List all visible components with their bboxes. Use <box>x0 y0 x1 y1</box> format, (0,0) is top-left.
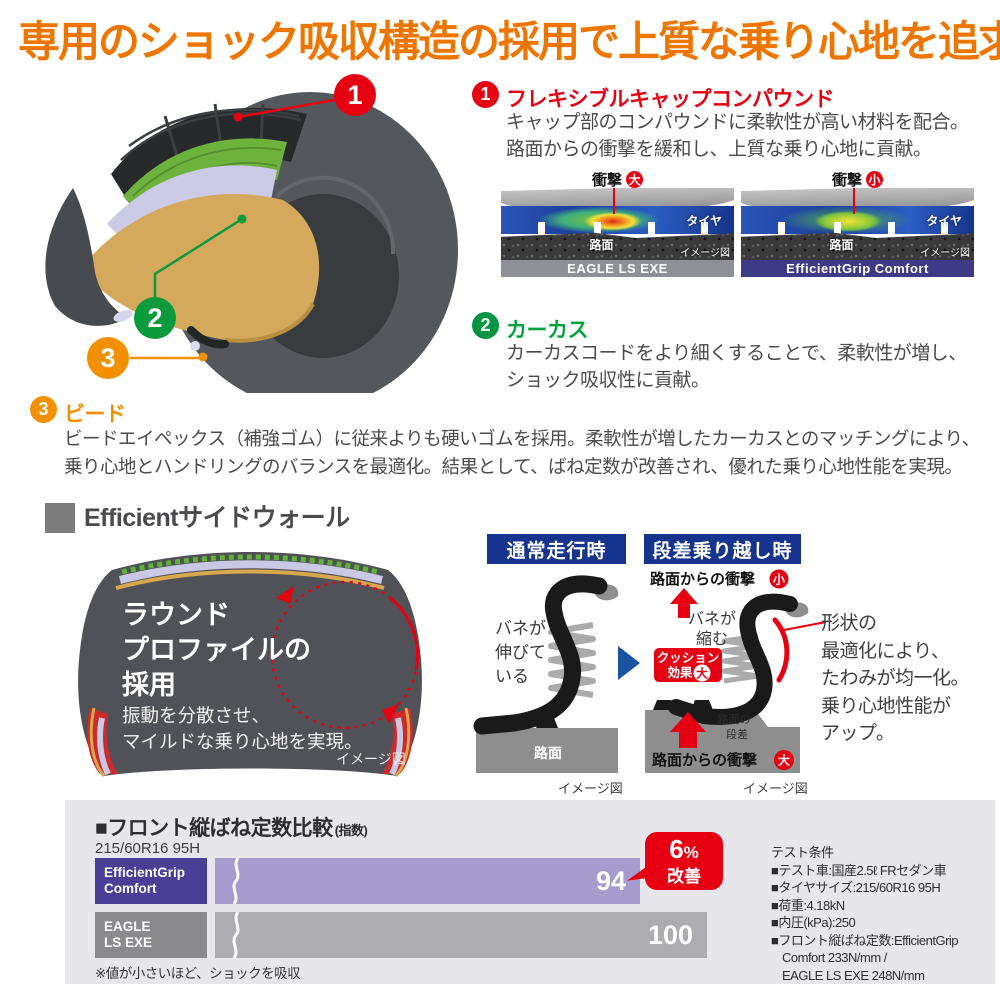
product-name-bar: EAGLE LS EXE <box>501 260 734 277</box>
spring-extends-line3: いる <box>495 667 529 686</box>
shock-bottom-label: 路面からの衝撃 <box>652 751 757 769</box>
feature-2-heading: カーカス <box>506 319 589 342</box>
normal-driving-diagram: バネが 伸びて いる 路面 イメージ図 <box>473 575 623 796</box>
impact-level-badge: 小 <box>866 171 883 188</box>
cushion-label-line2: 効果 <box>667 665 693 680</box>
spring-compress-line2: 縮む <box>696 630 728 648</box>
chart-subtitle: 215/60R16 95H <box>95 840 201 857</box>
simulation-image-eagle: 衝撃 大 タイヤ 路面 イメージ図 EAGLE LS EXE <box>501 171 734 277</box>
bar-label: EfficientGrip Comfort <box>95 858 207 904</box>
shape-optimization-result: 形状の 最適化により、 たわみが均一化。 乗り心地性能が アップ。 <box>821 613 970 744</box>
feature-3-number: 3 <box>30 396 57 423</box>
road-step-line2: 段差 <box>726 727 748 741</box>
bump-crossing-diagram: 路面からの衝撃 小 バネが 縮む クッション 効果 大 路面の 段差 路面からの… <box>645 569 827 796</box>
asphalt <box>501 232 734 260</box>
improvement-badge: 6% 改善 <box>627 832 723 890</box>
impact-pointer <box>852 188 855 214</box>
shock-bottom-level: 大 <box>778 753 790 768</box>
bump-crossing-header: 段差乗り越し時 <box>644 534 801 564</box>
heatmap-simulation: タイヤ 路面 イメージ図 <box>501 188 734 260</box>
chart-footnote: ※値が小さいほど、ショックを吸収 <box>95 966 301 981</box>
profile-body-line1: 振動を分散させ、 <box>122 705 270 726</box>
feature-1-heading: フレキシブルキャップコンパウンド <box>506 88 835 111</box>
shock-top-label: 路面からの衝撃 <box>650 570 755 588</box>
spring-constant-chart-panel: ■フロント縦ばね定数比較(指数) 215/60R16 95H Efficient… <box>65 800 995 984</box>
chart-title: ■フロント縦ばね定数比較(指数) <box>95 817 368 840</box>
feature-1-number: 1 <box>472 81 499 108</box>
callout-2-badge: 2 <box>134 297 176 339</box>
callout-3-badge: 3 <box>87 337 129 379</box>
sidewall-profile-diagram: ラウンド プロファイルの 採用 振動を分散させ、 マイルドな乗り心地を実現。 イ… <box>78 552 422 777</box>
profile-caption: イメージ図 <box>336 751 406 767</box>
bar-label: EAGLE LS EXE <box>95 912 207 958</box>
cushion-label-line1: クッション <box>657 651 720 665</box>
profile-title-line1: ラウンド <box>122 600 230 630</box>
callout-1-badge: 1 <box>334 74 376 116</box>
axis-break-icon <box>232 912 240 958</box>
road-label: 路面 <box>534 745 562 761</box>
bar-value: 94 <box>595 866 626 896</box>
impact-label: 衝撃 大 <box>501 171 734 189</box>
impact-label: 衝撃 小 <box>741 171 974 189</box>
axis-break-icon <box>232 858 240 904</box>
product-name-bar: EfficientGrip Comfort <box>741 260 974 277</box>
feature-2-body: カーカスコードをより細くすることで、柔軟性が増し、 ショック吸収性に貢献。 <box>506 343 967 391</box>
profile-title-line2: プロファイルの <box>122 635 311 665</box>
bar-efficientgrip: 94 <box>215 858 640 904</box>
transition-arrow-icon <box>618 646 640 680</box>
diagram-caption: イメージ図 <box>743 781 808 796</box>
feature-3-body: ビードエイペックス（補強ゴム）に従来よりも硬いゴムを採用。柔軟性が増したカーカス… <box>64 428 980 477</box>
section-marker <box>45 503 75 533</box>
test-conditions: テスト条件 ■テスト車:国産2.5ℓ FRセダン車 ■タイヤサイズ:215/60… <box>771 845 959 983</box>
page-title: 専用のショック吸収構造の採用で上質な乗り心地を追求 <box>18 18 1000 65</box>
simulation-image-efficientgrip: 衝撃 小 タイヤ 路面 イメージ図 EfficientGrip Comfort <box>741 171 974 277</box>
bar-eagle: 100 <box>215 912 707 958</box>
cushion-level: 大 <box>696 666 708 681</box>
sidewall-section-heading: Efficientサイドウォール <box>84 504 350 532</box>
profile-body-line2: マイルドな乗り心地を実現。 <box>122 731 363 752</box>
asphalt <box>741 232 974 260</box>
feature-3-heading: ビード <box>64 403 126 426</box>
impact-level-badge: 大 <box>626 171 643 188</box>
spring-extends-line1: バネが <box>495 619 546 638</box>
normal-driving-header: 通常走行時 <box>487 534 626 564</box>
tire-cutaway-diagram <box>45 92 458 393</box>
feature-2-number: 2 <box>472 312 499 339</box>
bar-value: 100 <box>647 920 693 950</box>
shock-top-level: 小 <box>773 572 785 587</box>
diagram-caption: イメージ図 <box>558 781 623 796</box>
feature-1-body: キャップ部のコンパウンドに柔軟性が高い材料を配合。 路面からの衝撃を緩和し、上質… <box>506 112 969 160</box>
impact-pointer <box>612 188 615 214</box>
spring-extends-line2: 伸びて <box>495 643 546 662</box>
road-step-line1: 路面の <box>718 713 751 726</box>
profile-title-line3: 採用 <box>122 670 176 700</box>
heatmap-simulation: タイヤ 路面 イメージ図 <box>741 188 974 260</box>
spring-compress-line1: バネが <box>688 610 736 628</box>
